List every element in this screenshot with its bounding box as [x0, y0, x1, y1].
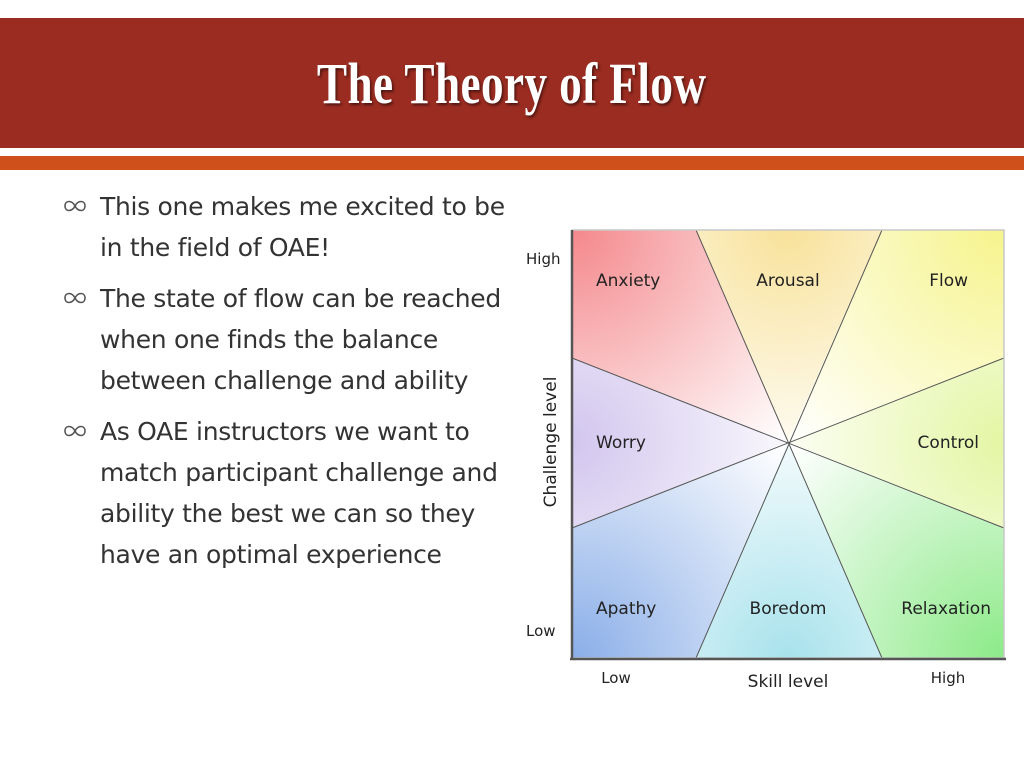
region-label-boredom: Boredom	[750, 599, 827, 619]
bullet-text: As OAE instructors we want to match part…	[100, 417, 498, 569]
x-axis-high-label: High	[931, 669, 965, 687]
bullet-item: This one makes me excited to be in the f…	[62, 186, 512, 268]
x-axis-low-label: Low	[601, 669, 631, 687]
region-dividers	[571, 229, 1005, 659]
region-flow-fill	[788, 230, 1004, 442]
region-label-worry: Worry	[596, 433, 646, 453]
x-axis-title: Skill level	[748, 672, 829, 692]
infinity-loop-icon	[64, 292, 86, 304]
infinity-loop-icon	[64, 425, 86, 437]
title-bar: The Theory of Flow	[0, 18, 1024, 148]
bullet-item: As OAE instructors we want to match part…	[62, 411, 512, 575]
y-axis-high-label: High	[526, 250, 560, 268]
flow-diagram: Anxiety Arousal Flow Worry Control Apath…	[526, 229, 1006, 692]
region-label-arousal: Arousal	[756, 271, 819, 291]
region-anxiety-fill	[572, 230, 788, 442]
accent-rule	[0, 156, 1024, 170]
region-arousal-fill	[696, 230, 882, 442]
region-label-apathy: Apathy	[596, 599, 656, 619]
region-worry-fill	[572, 358, 788, 528]
region-control-fill	[788, 358, 1004, 528]
bullet-text: The state of flow can be reached when on…	[100, 284, 501, 395]
region-label-control: Control	[918, 433, 979, 453]
region-label-relaxation: Relaxation	[901, 599, 991, 619]
region-boredom-fill	[696, 442, 882, 658]
infinity-loop-icon	[64, 200, 86, 212]
region-label-anxiety: Anxiety	[596, 271, 660, 291]
slide-title: The Theory of Flow	[317, 50, 707, 116]
y-axis-low-label: Low	[526, 622, 556, 640]
y-axis-title: Challenge level	[541, 377, 561, 508]
region-label-flow: Flow	[929, 271, 968, 291]
bullet-list: This one makes me excited to be in the f…	[62, 186, 512, 585]
region-apathy-fill	[572, 442, 788, 658]
region-relaxation-fill	[788, 442, 1004, 658]
bullet-item: The state of flow can be reached when on…	[62, 278, 512, 401]
bullet-text: This one makes me excited to be in the f…	[100, 192, 505, 262]
